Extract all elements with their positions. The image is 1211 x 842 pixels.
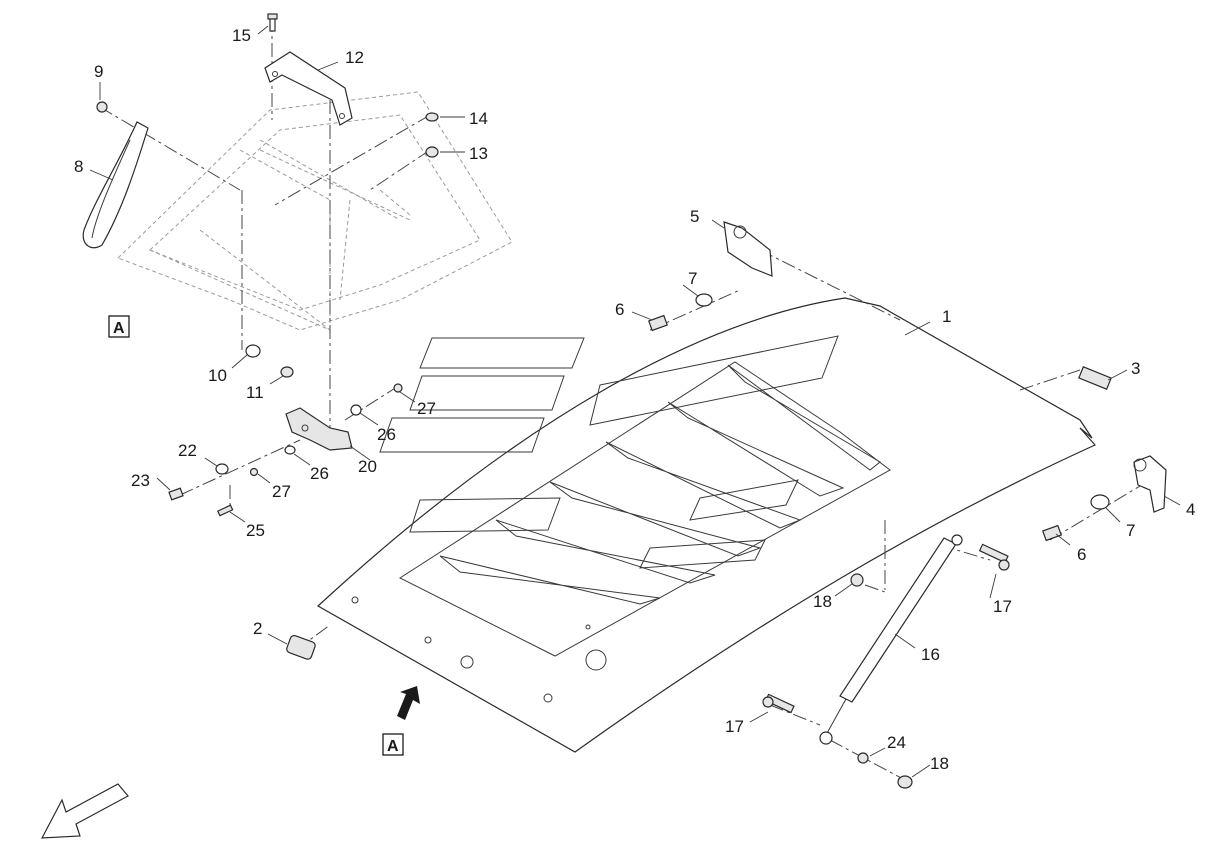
part-bolt-15 [267,13,278,32]
part-washer-22 [215,463,229,475]
part-bolt-23 [168,487,184,501]
part-handle [264,51,353,126]
callout-20: 20 [358,457,377,476]
part-washer-26a [350,404,362,416]
callout-18b: 18 [930,754,949,773]
callout-18a: 18 [813,592,832,611]
callout-17a: 17 [993,597,1012,616]
part-pad-3 [1078,366,1112,390]
frame-ghost-outline [117,91,513,331]
callout-8: 8 [74,157,83,176]
part-bolt-9 [96,101,108,113]
callout-2: 2 [253,619,262,638]
part-pin-2 [286,634,316,660]
callout-24: 24 [887,733,906,752]
callout-26b: 26 [310,464,329,483]
part-bolt-17b [762,693,795,714]
hood-panel [316,297,1096,753]
part-bolt-17a [978,543,1010,571]
callout-27a: 27 [417,399,436,418]
callout-17b: 17 [725,717,744,736]
part-screw-25 [217,504,234,517]
callout-labels: 1 2 3 4 5 6 6 7 7 8 9 10 11 12 13 14 15 … [74,26,1195,773]
view-marker-a-label: A [113,320,125,337]
view-marker-a-detail: A [108,315,130,338]
callout-12: 12 [345,48,364,67]
leader-lines [89,25,1181,778]
callout-27b: 27 [272,482,291,501]
part-bracket-4 [1133,455,1167,513]
part-bracket-5 [723,221,773,277]
callout-6b: 6 [1077,545,1086,564]
callout-7b: 7 [1126,521,1135,540]
callout-11: 11 [246,383,264,402]
part-nut-27b [249,467,259,477]
callout-10: 10 [208,366,227,385]
part-washer-10 [245,344,261,358]
part-strap [82,121,149,249]
part-latch-20 [285,407,353,451]
callout-1: 1 [942,307,951,326]
callout-5: 5 [690,207,699,226]
callout-25: 25 [246,521,265,540]
callout-16: 16 [921,645,940,664]
direction-arrow [40,783,129,839]
callout-7a: 7 [688,269,697,288]
part-bolt-6b [1042,524,1062,542]
part-nut-13 [425,146,439,158]
callout-26a: 26 [377,425,396,444]
callout-14: 14 [469,109,488,128]
part-washer-7b [1090,494,1110,510]
part-nut-11 [280,366,294,378]
callout-6a: 6 [615,300,624,319]
view-marker-a-label-2: A [387,738,399,755]
part-washer-14 [425,112,439,122]
part-nut-18b [897,775,913,789]
view-arrow-a [397,686,420,720]
callout-13: 13 [469,144,488,163]
part-bolt-6a [648,314,668,332]
part-washer-26b [284,445,296,455]
construction-lines [99,18,1151,781]
part-strut-16 [819,534,963,745]
callout-22: 22 [178,441,197,460]
part-washer-7a [695,293,713,307]
callout-23: 23 [131,471,150,490]
part-spacer-24 [857,752,869,764]
callout-9: 9 [94,62,103,81]
callout-3: 3 [1131,359,1140,378]
view-marker-a-main: A [382,733,404,756]
part-nut-18a [850,573,864,587]
callout-15: 15 [232,26,251,45]
part-nut-27a [393,383,403,393]
callout-4: 4 [1186,500,1195,519]
